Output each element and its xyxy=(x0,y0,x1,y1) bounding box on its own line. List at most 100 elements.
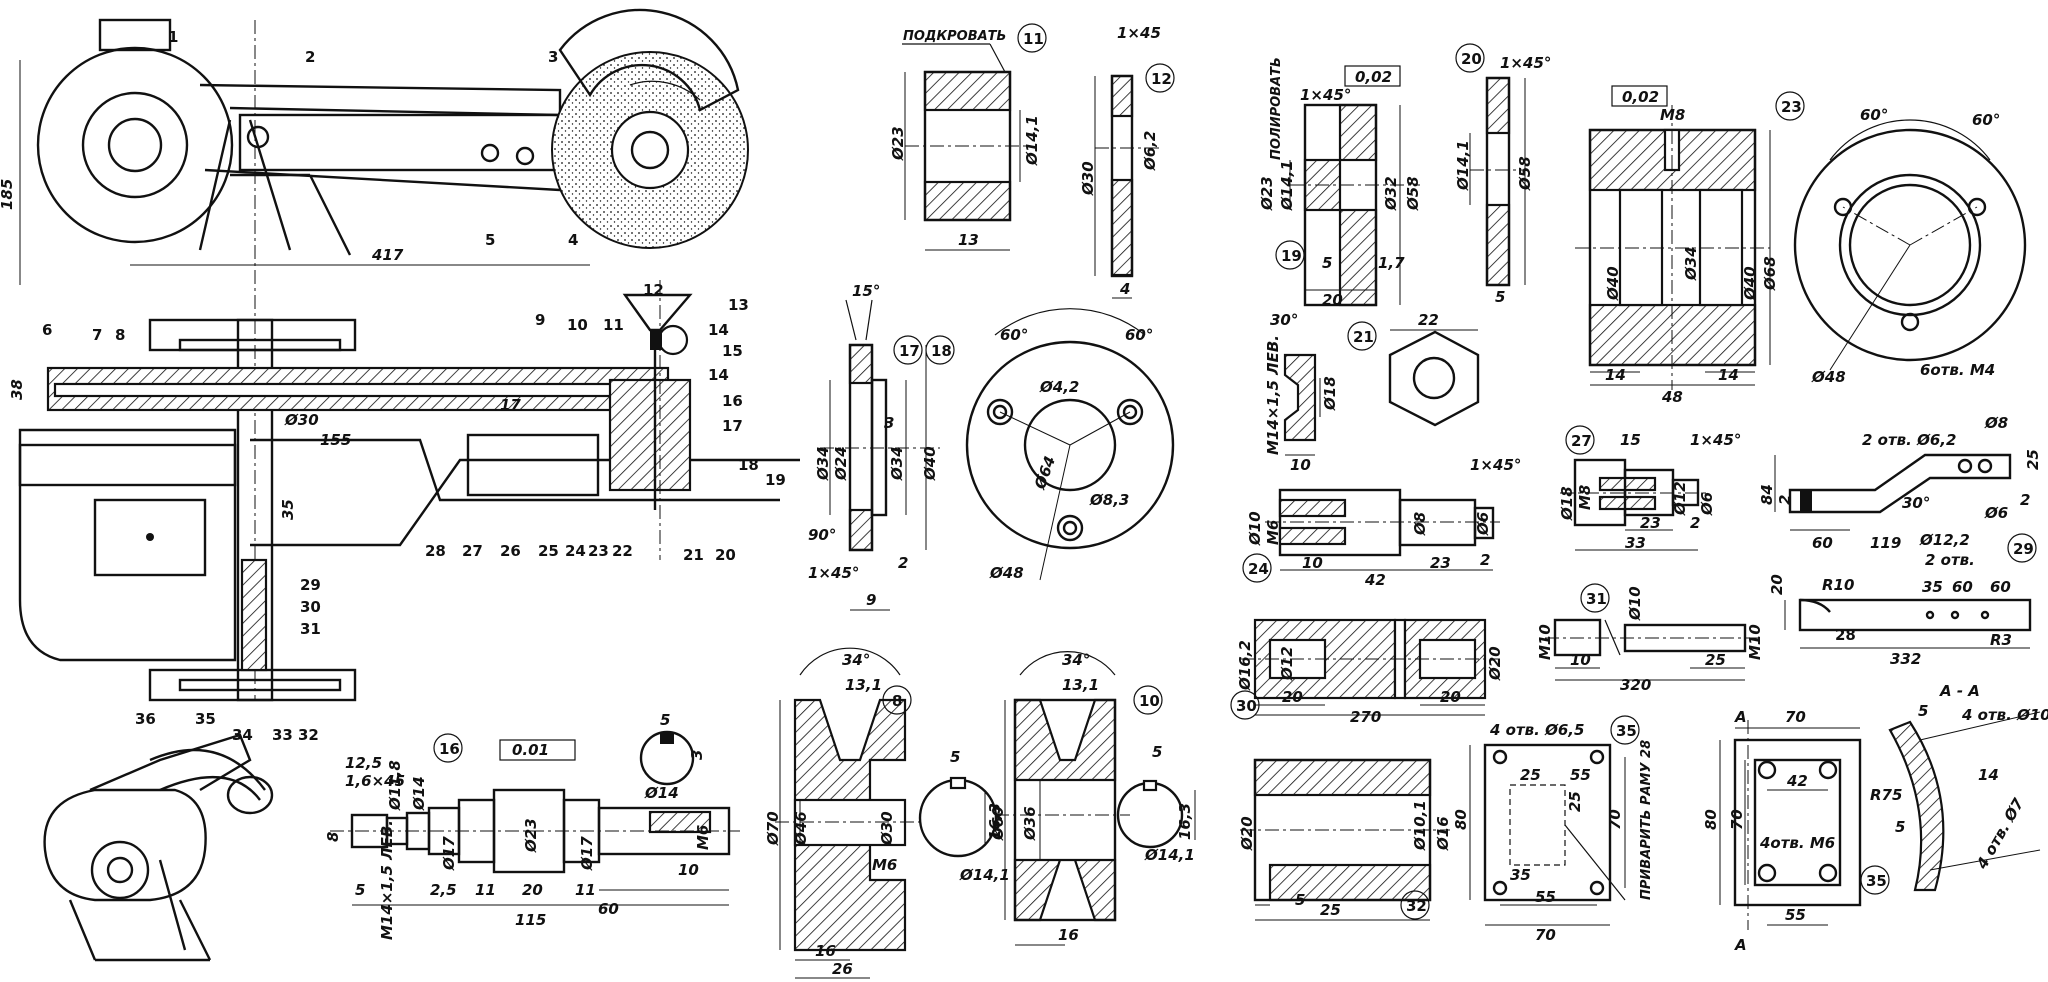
part-35a-l1: 35 xyxy=(1510,866,1531,884)
callout-25: 25 xyxy=(538,542,559,560)
part-16-l4: 20 xyxy=(522,881,543,899)
callout-26: 26 xyxy=(500,542,521,560)
part-17-w1: 2 xyxy=(898,554,908,572)
part-17-label: 17 xyxy=(899,342,920,360)
callout-33: 33 xyxy=(272,726,293,744)
part-29-l3: 119 xyxy=(1870,534,1901,552)
callout-34: 34 xyxy=(232,726,253,744)
callout-35: 35 xyxy=(195,710,216,728)
callout-27: 27 xyxy=(462,542,483,560)
part-27-d3: Ø6 xyxy=(1698,492,1716,516)
part-10-bore: Ø14,1 xyxy=(1144,846,1195,864)
part-20-w: 5 xyxy=(1495,288,1505,306)
part-24-label: 24 xyxy=(1248,560,1269,578)
part-27-l3: 2 xyxy=(1690,514,1700,532)
part-21-d: Ø18 xyxy=(1321,376,1339,411)
part-21-angle: 30° xyxy=(1270,311,1298,329)
part-23-d1: Ø40 xyxy=(1604,266,1622,301)
part-31-l1: 10 xyxy=(1570,651,1591,669)
part-29-d2: Ø12,2 xyxy=(1919,531,1970,549)
part-27-d1: Ø18 xyxy=(1558,486,1576,521)
part-18-d-out: Ø48 xyxy=(989,564,1024,582)
part-24-total: 42 xyxy=(1364,571,1386,589)
callout-23: 23 xyxy=(588,542,609,560)
part-24-l1: 10 xyxy=(1302,554,1323,572)
part-23-total: 48 xyxy=(1661,388,1683,406)
part-35b-bottom: 55 xyxy=(1785,906,1806,924)
part-16-l3: 11 xyxy=(475,881,496,899)
part-35a-holes: 4 отв. Ø6,5 xyxy=(1489,721,1584,739)
assembly-dims-top: 185 417 xyxy=(0,179,404,264)
part-17-d5: 3 xyxy=(884,414,894,432)
callout-28: 28 xyxy=(425,542,446,560)
callout-13: 13 xyxy=(728,296,749,314)
part-31-label: 31 xyxy=(1586,590,1607,608)
dim-arm-drop: 35 xyxy=(279,499,297,520)
part-12-drawing: Ø30 Ø6,2 1×45 4 12 xyxy=(1079,24,1175,299)
part-20-d1: Ø14,1 xyxy=(1454,140,1472,191)
part-35a-c1: 25 xyxy=(1566,791,1584,812)
part-35b-n2: 14 xyxy=(1978,766,1999,784)
part-35b-drawing: 70 42 80 70 4отв. М6 55 А А А - А R75 5 … xyxy=(1702,682,2048,954)
part-17-d3: Ø34 xyxy=(888,446,906,481)
part-23-label: 23 xyxy=(1781,98,1802,116)
part-35b-section: А - А xyxy=(1939,682,1980,700)
part-35b-holes: 4отв. М6 xyxy=(1759,834,1835,852)
part-28-drawing: R10 35 60 60 20 332 R3 28 xyxy=(1768,574,2032,668)
callout-10: 10 xyxy=(567,316,588,334)
part-10-label: 10 xyxy=(1139,692,1160,710)
part-24-l3: 2 xyxy=(1480,551,1490,569)
part-19-l1: 5 xyxy=(1322,254,1332,272)
part-35b-mark-top: А xyxy=(1734,708,1747,726)
part-29-holes2: 2 отв. xyxy=(1925,551,1975,569)
part-29-l2: 60 xyxy=(1812,534,1833,552)
part-17-w2: 9 xyxy=(866,591,876,609)
part-20-chamfer: 1×45° xyxy=(1500,54,1551,72)
assembly-top-view xyxy=(19,8,749,700)
part-21-across: 22 xyxy=(1418,311,1439,329)
part-29-h: 84 xyxy=(1758,484,1776,505)
part-19-label: 19 xyxy=(1281,247,1302,265)
part-16-key-h: 3 xyxy=(688,750,706,760)
part-16-sq: 8 xyxy=(324,832,342,842)
part-23-l1: 14 xyxy=(1605,366,1626,384)
callout-14a: 14 xyxy=(708,321,729,339)
part-30-d3: Ø20 xyxy=(1486,646,1504,681)
part-8-w2: 26 xyxy=(832,960,853,978)
part-24-d2: Ø8 xyxy=(1411,512,1429,536)
dim-shaft-d: Ø30 xyxy=(284,411,319,429)
part-21-l: 10 xyxy=(1290,456,1311,474)
part-10-angle: 34° xyxy=(1062,651,1090,669)
part-20-label: 20 xyxy=(1461,50,1482,68)
part-28-r2: R3 xyxy=(1990,631,2012,649)
part-31-t1: M10 xyxy=(1536,624,1554,660)
part-10-groove: 13,1 xyxy=(1062,676,1099,694)
part-27-total: 33 xyxy=(1625,534,1646,552)
perspective-sketch xyxy=(43,733,274,962)
dim-belt-h: 38 xyxy=(8,379,26,400)
part-35a-l2: 55 xyxy=(1535,888,1556,906)
part-27-drawing: Ø18 M8 1×45° Ø12 Ø6 15 23 2 33 27 xyxy=(1558,425,1741,552)
assembly-dims-side: 38 Ø30 155 35 17 xyxy=(8,379,521,520)
part-35b-holes3: 4 отв. Ø7 xyxy=(1972,795,2027,873)
part-11-d-outer: Ø23 xyxy=(889,126,907,161)
part-23-d3: Ø40 xyxy=(1741,266,1759,301)
callout-29: 29 xyxy=(300,576,321,594)
callout-2: 2 xyxy=(305,48,315,66)
part-35b-r: R75 xyxy=(1870,786,1902,804)
part-35b-l: 42 xyxy=(1786,772,1808,790)
part-21-thread: M14×1,5 ЛЕВ. xyxy=(1264,335,1282,455)
callout-22: 22 xyxy=(612,542,633,560)
part-24-l2: 23 xyxy=(1430,554,1451,572)
part-8-drawing: 34° 13,1 Ø70 Ø46 Ø30 M6 16 26 8 5 16,3 Ø… xyxy=(764,647,1010,979)
part-16-d5: Ø23 xyxy=(522,818,540,853)
part-35b-w: 70 xyxy=(1785,708,1806,726)
part-27-l1: 15 xyxy=(1620,431,1641,449)
part-35a-w1: 25 xyxy=(1520,766,1541,784)
part-31-drawing: Ø10 M10 M10 10 25 320 31 xyxy=(1536,583,1764,694)
part-12-width: 4 xyxy=(1119,280,1130,298)
part-35b-label: 35 xyxy=(1866,872,1887,890)
part-32-d1: Ø20 xyxy=(1238,816,1256,851)
part-8-groove: 13,1 xyxy=(845,676,882,694)
part-29-drawing: 2 отв. Ø6,2 Ø8 25 84 2 30° 60 119 Ø12,2 … xyxy=(1758,414,2042,569)
